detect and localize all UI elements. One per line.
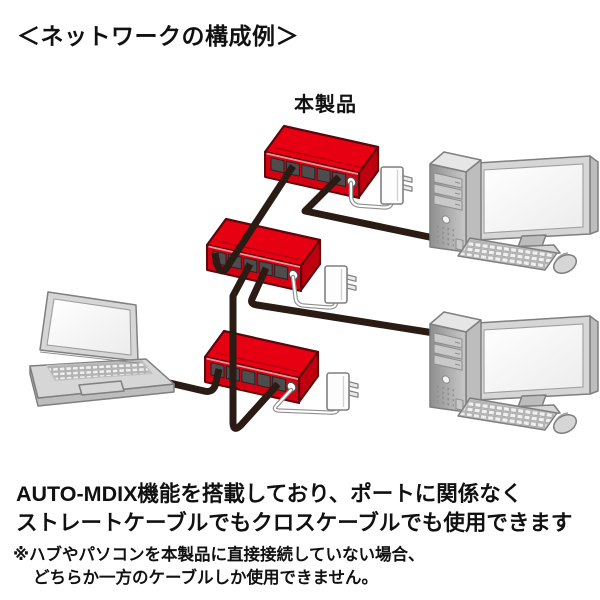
- note-line1: ※ハブやパソコンを本製品に直接接続していない場合、: [13, 546, 425, 564]
- note-line2: どちらか一方のケーブルしか使用できません。: [33, 569, 379, 587]
- ac-adapter-top: [380, 166, 413, 205]
- desktop-pc-bottom: [428, 310, 600, 439]
- power-cord-middle: [290, 274, 339, 310]
- lan-switch-bottom: [203, 329, 320, 405]
- laptop: [29, 291, 175, 407]
- lan-cable-top-to-middle: [211, 164, 296, 275]
- lan-cable-middle-to-bottom: [229, 262, 281, 432]
- lan-cable-middle-to-pc: [248, 266, 435, 337]
- desktop-pc-top: [428, 150, 600, 279]
- lan-cable-top-to-pc: [301, 174, 435, 242]
- ac-adapter-middle: [324, 265, 357, 304]
- laptop-touchpad: [78, 380, 125, 396]
- description-line1: AUTO-MDIX機能を搭載しており、ポートに関係なく: [16, 482, 523, 506]
- laptop-screen: [46, 298, 132, 356]
- page-title: ＜ネットワークの構成例＞: [17, 23, 299, 49]
- lan-cable-laptop-to-bottom: [147, 368, 223, 395]
- ac-adapter-bottom: [326, 372, 359, 411]
- description-line2: ストレートケーブルでもクロスケーブルでも使用できます: [16, 511, 573, 535]
- product-label: 本製品: [294, 94, 357, 116]
- power-cord-top: [348, 180, 394, 210]
